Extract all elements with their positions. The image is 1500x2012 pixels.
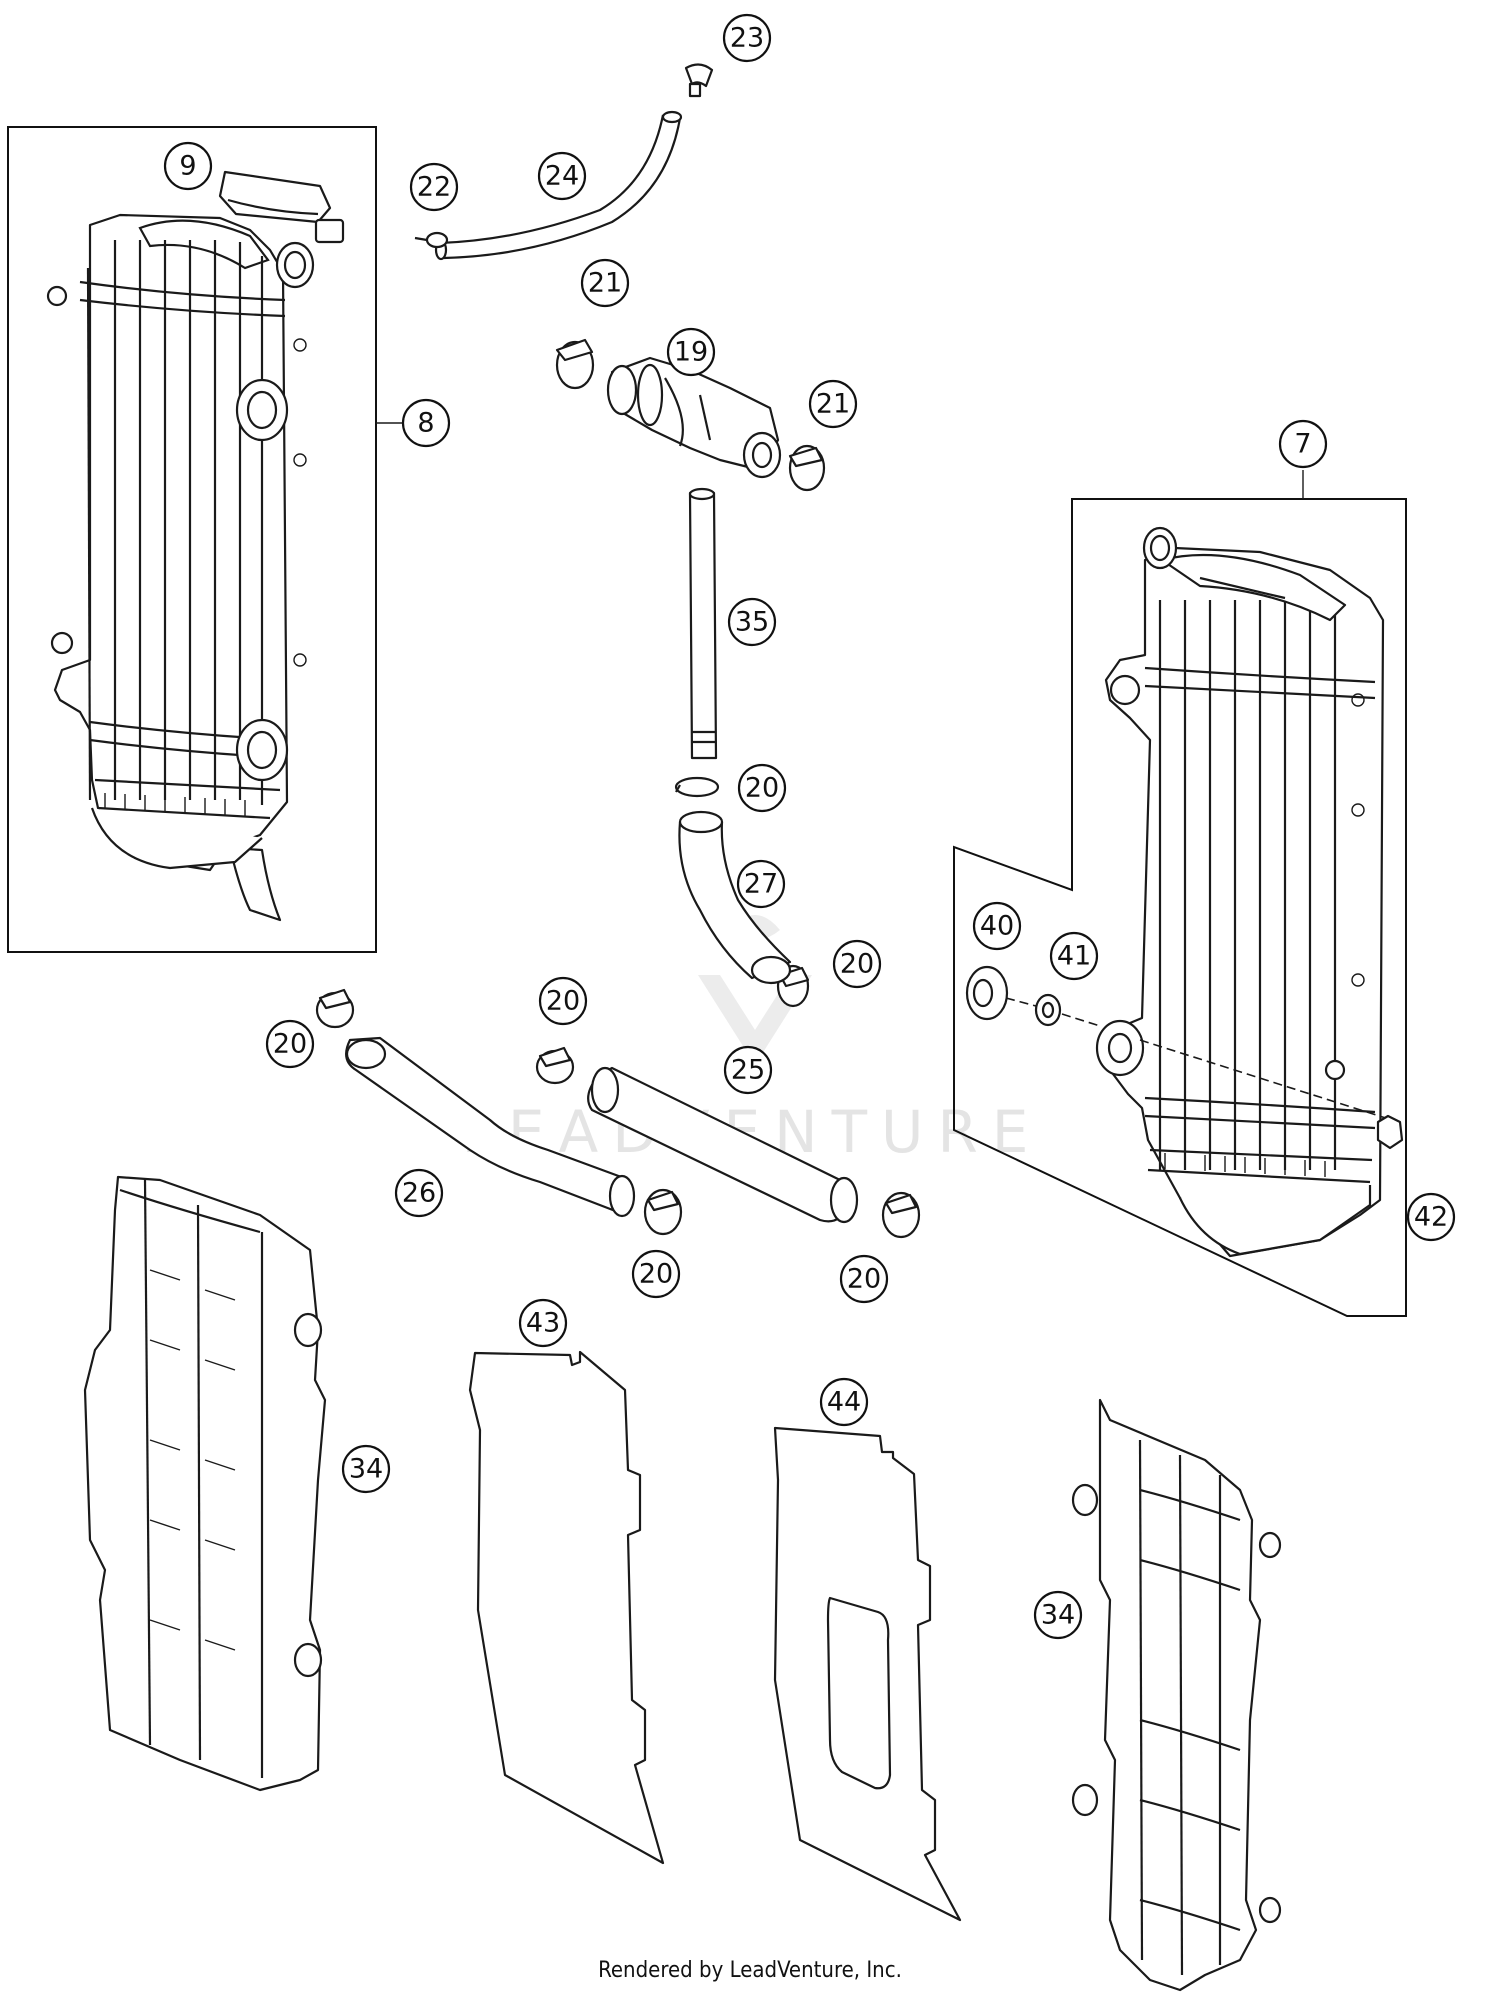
callout-label: 23 (730, 23, 764, 54)
bolt (1376, 1114, 1404, 1150)
callout-23: 23 (722, 13, 772, 63)
callout-21-upper: 21 (580, 258, 630, 308)
hose-clip-small (684, 63, 714, 98)
callout-20-left: 20 (265, 1019, 315, 1069)
callout-label: 21 (816, 389, 850, 420)
callout-42: 42 (1406, 1192, 1456, 1242)
callout-label: 7 (1294, 429, 1311, 460)
rubber-bushing (965, 965, 1009, 1021)
callout-label: 9 (179, 151, 196, 182)
callout-7: 7 (1278, 419, 1328, 469)
callout-41: 41 (1049, 931, 1099, 981)
callout-27: 27 (736, 859, 786, 909)
radiator-panel-plain (468, 1350, 665, 1865)
callout-label: 35 (735, 607, 769, 638)
callout-label: 20 (847, 1264, 881, 1295)
callout-label: 24 (545, 161, 579, 192)
callout-label: 27 (744, 869, 778, 900)
callout-20-pipe: 20 (737, 763, 787, 813)
callout-label: 44 (827, 1387, 861, 1418)
callout-label: 43 (526, 1308, 560, 1339)
washer (1034, 993, 1062, 1027)
callout-label: 34 (349, 1454, 383, 1485)
elbow-hose (678, 810, 792, 985)
callout-19: 19 (666, 327, 716, 377)
callout-34-left: 34 (341, 1444, 391, 1494)
callout-label: 22 (417, 172, 451, 203)
callout-20-bottom-left: 20 (631, 1249, 681, 1299)
callout-label: 21 (588, 268, 622, 299)
hose-clamp-upper-right (788, 444, 826, 492)
callout-label: 19 (674, 337, 708, 368)
callout-34-right: 34 (1033, 1590, 1083, 1640)
callout-label: 20 (273, 1029, 307, 1060)
callout-label: 20 (639, 1259, 673, 1290)
callout-8: 8 (401, 398, 451, 448)
callout-35: 35 (727, 597, 777, 647)
hose-clamp-lower-a (315, 988, 355, 1029)
vent-hose-clip (414, 231, 449, 249)
left-radiator (46, 213, 315, 922)
callout-20-mid: 20 (538, 976, 588, 1026)
callout-label: 42 (1414, 1202, 1448, 1233)
coolant-pipe (688, 487, 718, 760)
thermostat-housing (606, 356, 782, 479)
callout-label: 20 (546, 986, 580, 1017)
hose-clamp-lower-d (881, 1191, 921, 1239)
callout-label: 20 (745, 773, 779, 804)
callout-24: 24 (537, 151, 587, 201)
callout-label: 8 (417, 408, 434, 439)
hose-clamp-lower-b (535, 1046, 575, 1085)
callout-9: 9 (163, 141, 213, 191)
footer-credit: Rendered by LeadVenture, Inc. (598, 1958, 902, 1983)
hose-clamp-pipe (674, 776, 720, 798)
left-radiator-frame (7, 126, 377, 953)
callout-40: 40 (972, 901, 1022, 951)
straight-hose (587, 1066, 859, 1224)
radiator-cap (218, 170, 345, 244)
radiator-guard-left (83, 1175, 327, 1792)
callout-21-right: 21 (808, 379, 858, 429)
hose-clamp-lower-c (643, 1188, 683, 1236)
callout-25: 25 (723, 1045, 773, 1095)
callout-26: 26 (394, 1168, 444, 1218)
hose-clamp-upper-left (555, 338, 595, 390)
right-radiator (1095, 526, 1385, 1258)
callout-label: 26 (402, 1178, 436, 1209)
bent-hose (345, 1036, 636, 1218)
callout-label: 40 (980, 911, 1014, 942)
radiator-guard-right (1071, 1398, 1282, 1992)
callout-44: 44 (819, 1377, 869, 1427)
radiator-panel-cutout (773, 1426, 962, 1922)
callout-22: 22 (409, 162, 459, 212)
callout-label: 34 (1041, 1600, 1075, 1631)
right-radiator-frame (953, 498, 1407, 1317)
callout-20-bottom-right: 20 (839, 1254, 889, 1304)
dashed-assembly-line (1005, 997, 1393, 1121)
callout-label: 20 (840, 949, 874, 980)
callout-20-elbow: 20 (832, 939, 882, 989)
callout-label: 41 (1057, 941, 1091, 972)
callout-label: 25 (731, 1055, 765, 1086)
callout-43: 43 (518, 1298, 568, 1348)
